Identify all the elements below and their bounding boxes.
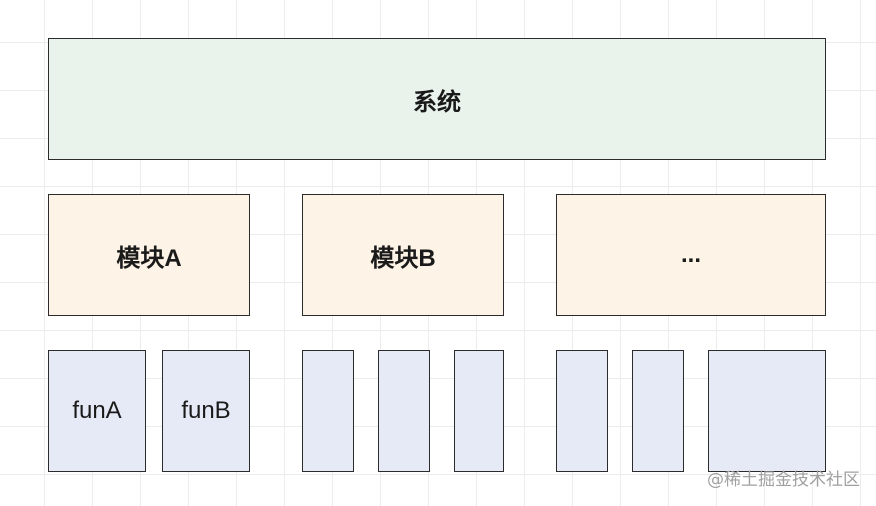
system-box: 系统 <box>48 38 826 160</box>
module-more-label: ... <box>680 241 701 268</box>
watermark: @稀土掘金技术社区 <box>707 470 860 490</box>
function-box-c3 <box>708 350 826 472</box>
function-box-b1 <box>302 350 354 472</box>
function-box-fun-a: funA <box>48 350 146 472</box>
system-label: 系统 <box>413 88 461 116</box>
module-b-box: 模块B <box>302 194 504 316</box>
function-box-c1 <box>556 350 608 472</box>
function-box-b3 <box>454 350 504 472</box>
module-b-label: 模块B <box>370 244 436 272</box>
module-a-box: 模块A <box>48 194 250 316</box>
module-more-box: ... <box>556 194 826 316</box>
function-label-fun-b: funB <box>181 397 231 424</box>
function-box-c2 <box>632 350 684 472</box>
module-a-label: 模块A <box>116 244 182 272</box>
function-box-b2 <box>378 350 430 472</box>
function-label-fun-a: funA <box>72 397 122 424</box>
function-box-fun-b: funB <box>162 350 250 472</box>
